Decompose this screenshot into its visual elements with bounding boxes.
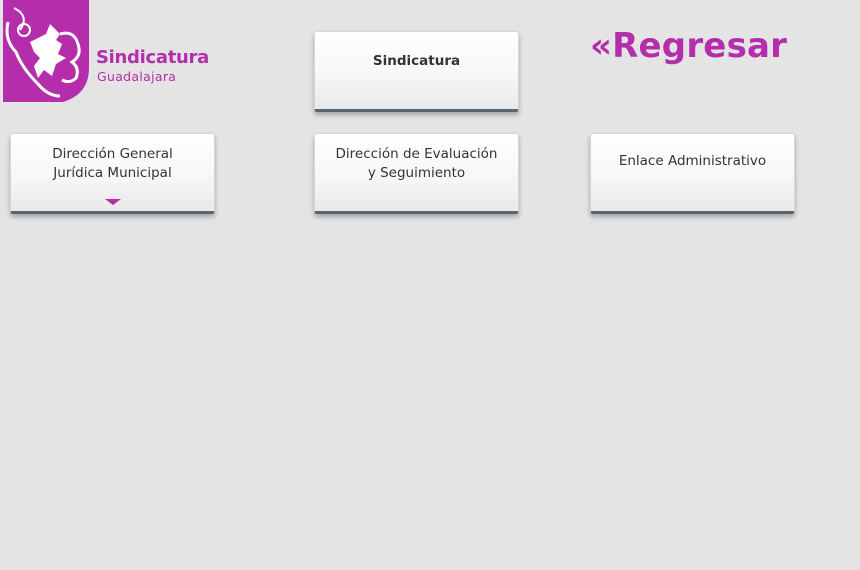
sindicatura-logo[interactable]: Sindicatura Guadalajara — [0, 0, 215, 105]
org-node-enlace-administrativo[interactable]: Enlace Administrativo — [590, 133, 795, 214]
org-node-label-line2: Jurídica Municipal — [53, 165, 172, 181]
logo-title: Sindicatura — [96, 47, 209, 68]
org-node-direccion-general-juridica[interactable]: Dirección General Jurídica Municipal — [10, 133, 215, 214]
org-node-label: Sindicatura — [372, 53, 461, 69]
org-node-label-line1: Enlace Administrativo — [618, 153, 767, 169]
org-node-sindicatura[interactable]: Sindicatura — [314, 31, 519, 112]
logo-subtitle: Guadalajara — [97, 69, 177, 84]
org-node-direccion-evaluacion[interactable]: Dirección de Evaluación y Seguimiento — [314, 133, 519, 214]
org-node-label-line1: Dirección de Evaluación — [335, 146, 498, 162]
caret-down-icon[interactable] — [105, 199, 121, 205]
org-node-label-line2: y Seguimiento — [367, 165, 466, 181]
back-link[interactable]: «Regresar — [590, 26, 788, 66]
org-node-label-line1: Dirección General — [52, 146, 173, 162]
lion-shield-icon — [3, 0, 89, 102]
